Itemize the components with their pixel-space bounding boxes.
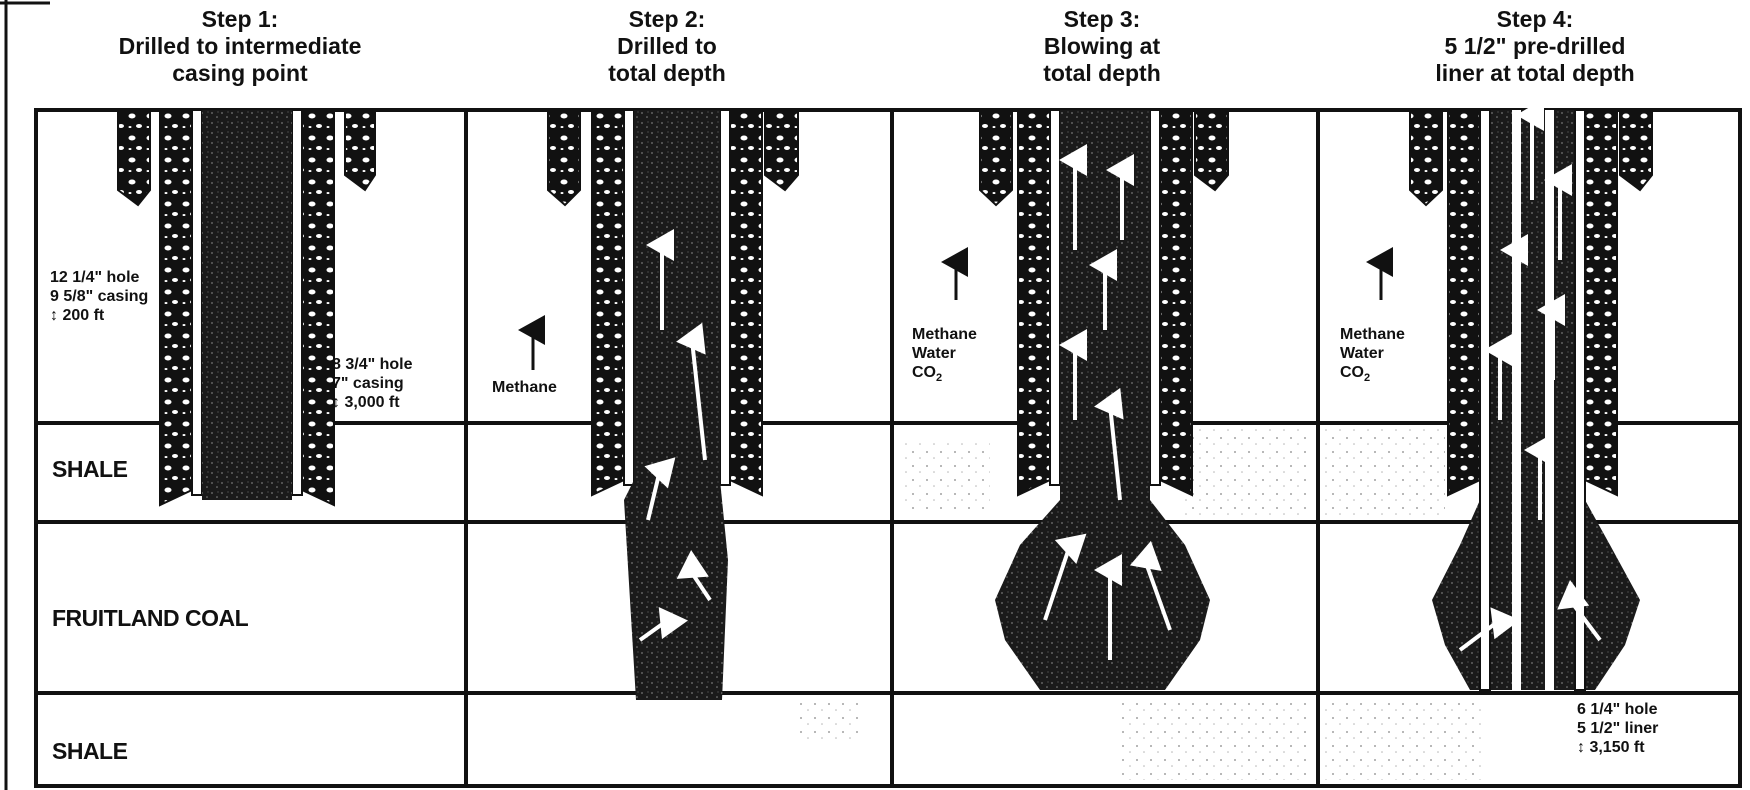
step4-well (1410, 110, 1652, 690)
step4-line1: 5 1/2" pre-drilled (1355, 33, 1715, 60)
step2-flow-label: Methane (492, 378, 557, 397)
row-label-fruitland-coal: FRUITLAND COAL (52, 605, 248, 632)
outer-casing-depth: ↕ 200 ft (50, 306, 148, 325)
step4-line2: liner at total depth (1355, 60, 1715, 87)
step4-flow-water: Water (1340, 344, 1405, 363)
step4-flow-co2-base: CO (1340, 364, 1364, 381)
step4-flow-co2: CO2 (1340, 363, 1405, 384)
inner-casing-depth: ↕ 3,000 ft (332, 393, 413, 412)
step3-flow-co2-base: CO (912, 364, 936, 381)
step4-flow-methane: Methane (1340, 325, 1405, 344)
step2-flow-note: Methane (492, 378, 557, 397)
step3-well (980, 110, 1228, 690)
liner-note: 6 1/4" hole 5 1/2" liner ↕ 3,150 ft (1577, 700, 1658, 757)
outer-casing-hole: 12 1/4" hole (50, 268, 148, 287)
step3-title: Step 3: Blowing at total depth (922, 6, 1282, 87)
liner-size: 5 1/2" liner (1577, 719, 1658, 738)
step1-well (118, 110, 375, 505)
inner-casing-note: 8 3/4" hole 7" casing ↕ 3,000 ft (332, 355, 413, 412)
inner-casing-size: 7" casing (332, 374, 413, 393)
step3-flow-co2: CO2 (912, 363, 977, 384)
step3-line1: Blowing at (922, 33, 1282, 60)
step4-heading: Step 4: (1355, 6, 1715, 33)
outer-casing-size: 9 5/8" casing (50, 287, 148, 306)
step3-flow-co2-sub: 2 (936, 372, 942, 384)
step3-heading: Step 3: (922, 6, 1282, 33)
step1-title: Step 1: Drilled to intermediate casing p… (60, 6, 420, 87)
liner-depth: ↕ 3,150 ft (1577, 738, 1658, 757)
step4-flow-co2-sub: 2 (1364, 372, 1370, 384)
step2-heading: Step 2: (487, 6, 847, 33)
step4-flow-note: Methane Water CO2 (1340, 325, 1405, 384)
step2-title: Step 2: Drilled to total depth (487, 6, 847, 87)
step2-line1: Drilled to (487, 33, 847, 60)
step1-heading: Step 1: (60, 6, 420, 33)
row-label-shale-lower: SHALE (52, 738, 127, 765)
step3-flow-note: Methane Water CO2 (912, 325, 977, 384)
inner-casing-hole: 8 3/4" hole (332, 355, 413, 374)
liner-hole: 6 1/4" hole (1577, 700, 1658, 719)
step4-title: Step 4: 5 1/2" pre-drilled liner at tota… (1355, 6, 1715, 87)
step3-line2: total depth (922, 60, 1282, 87)
step2-well (548, 110, 798, 700)
step2-line2: total depth (487, 60, 847, 87)
outer-casing-note: 12 1/4" hole 9 5/8" casing ↕ 200 ft (50, 268, 148, 325)
step1-line2: casing point (60, 60, 420, 87)
step1-line1: Drilled to intermediate (60, 33, 420, 60)
step3-flow-water: Water (912, 344, 977, 363)
step3-flow-methane: Methane (912, 325, 977, 344)
row-label-shale-upper: SHALE (52, 456, 127, 483)
